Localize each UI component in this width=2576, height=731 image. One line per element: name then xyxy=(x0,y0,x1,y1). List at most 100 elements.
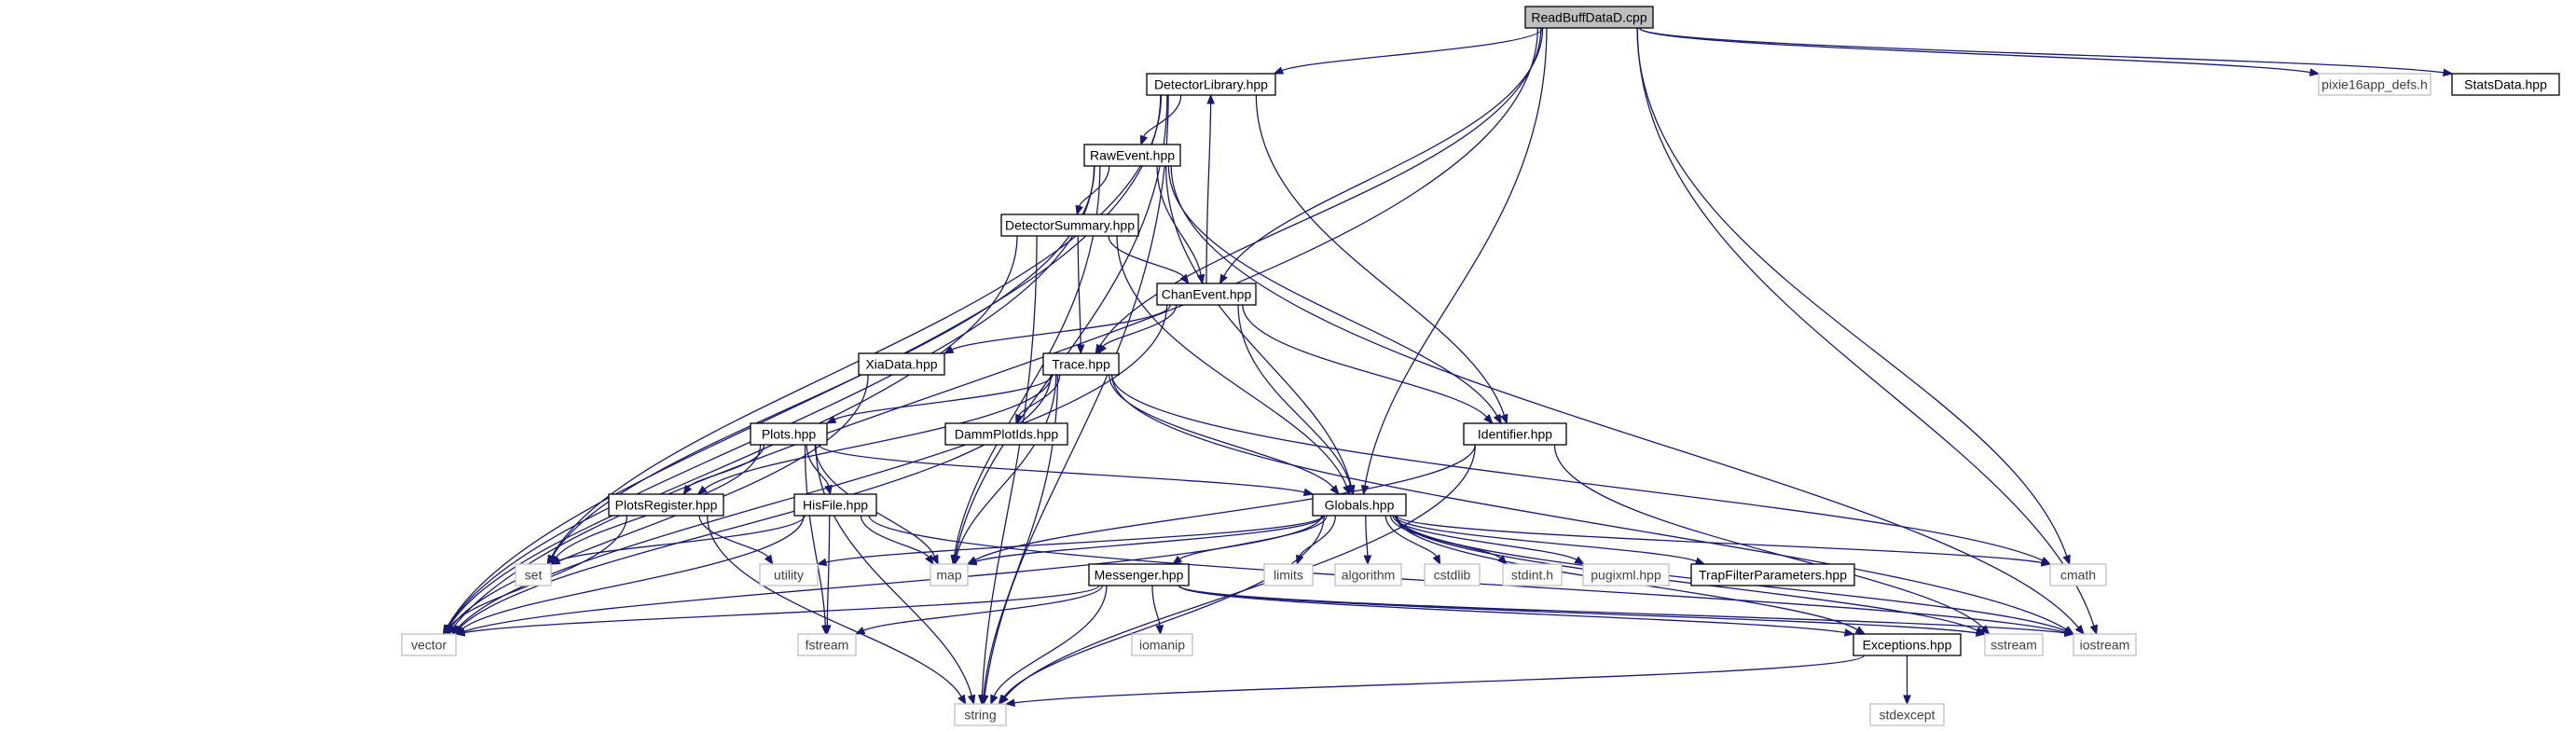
node-label: Exceptions.hpp xyxy=(1863,638,1952,653)
edge-line xyxy=(1636,27,2095,627)
edge-line xyxy=(951,304,1171,351)
node-cstdlib: cstdlib xyxy=(1424,563,1481,586)
arrowhead-icon xyxy=(1497,555,1508,565)
edge-line xyxy=(975,515,1325,562)
edge-globals-to-utility xyxy=(816,515,1324,567)
node-detsummary[interactable]: DetectorSummary.hpp xyxy=(1000,214,1139,237)
edge-line xyxy=(819,444,1305,493)
node-cmath: cmath xyxy=(2049,563,2107,586)
arrowhead-icon xyxy=(1097,343,1107,355)
edge-messenger-to-iostream xyxy=(1178,585,2075,638)
edge-hisfile-to-fstream xyxy=(822,515,832,636)
node-box xyxy=(1463,422,1567,446)
arrowhead-icon xyxy=(764,554,774,566)
arrowhead-icon xyxy=(696,485,708,495)
arrowhead-icon xyxy=(1363,555,1372,566)
node-plotsregister[interactable]: PlotsRegister.hpp xyxy=(608,493,724,517)
node-box xyxy=(1131,633,1193,656)
edge-line xyxy=(551,165,1095,558)
arrowhead-icon xyxy=(1004,698,1015,708)
arrowhead-icon xyxy=(1975,628,1987,637)
edge-line xyxy=(707,515,962,697)
node-label: StatsData.hpp xyxy=(2464,77,2547,92)
arrowhead-icon xyxy=(1015,413,1024,425)
node-box xyxy=(797,633,857,656)
edge-line xyxy=(956,374,1057,557)
node-globals[interactable]: Globals.hpp xyxy=(1312,493,1407,517)
node-label: stdexcept xyxy=(1880,708,1935,723)
node-hisfile[interactable]: HisFile.hpp xyxy=(793,493,877,517)
edge-line xyxy=(459,374,1052,629)
arrowhead-icon xyxy=(454,628,466,637)
edge-line xyxy=(1223,27,1544,277)
node-readbuff[interactable]: ReadBuffDataD.cpp xyxy=(1524,6,1654,29)
node-map: map xyxy=(930,563,969,586)
edge-line xyxy=(1396,515,1978,631)
edge-readbuff-to-iostream xyxy=(1636,27,2098,636)
edge-line xyxy=(1384,515,1438,558)
node-label: DammPlotIds.hpp xyxy=(955,427,1058,442)
edge-line xyxy=(860,515,930,558)
node-box xyxy=(858,352,945,376)
edge-detlib-to-string xyxy=(980,94,1169,706)
edge-messenger-to-exceptions xyxy=(1178,585,1855,637)
edge-line xyxy=(1299,515,1337,557)
node-xiadata[interactable]: XiaData.hpp xyxy=(858,352,945,376)
node-trapfilter[interactable]: TrapFilterParameters.hpp xyxy=(1690,563,1855,586)
node-exceptions[interactable]: Exceptions.hpp xyxy=(1853,633,1962,656)
node-rawevent[interactable]: RawEvent.hpp xyxy=(1083,144,1181,167)
edge-line xyxy=(1639,27,2445,74)
arrowhead-icon xyxy=(2308,68,2321,76)
edge-trace-to-plotsregister xyxy=(696,374,1053,495)
node-statsdata[interactable]: StatsData.hpp xyxy=(2451,73,2560,96)
arrowhead-icon xyxy=(2064,628,2075,638)
node-label: sstream xyxy=(1991,638,2037,653)
node-box xyxy=(2073,633,2137,656)
node-label: algorithm xyxy=(1342,568,1396,583)
edge-rawevent-to-iostream xyxy=(1170,165,2085,636)
edge-line xyxy=(1111,374,2044,561)
edge-detsummary-to-globals xyxy=(1116,235,1351,496)
edge-line xyxy=(448,165,1095,628)
node-label: Globals.hpp xyxy=(1325,498,1395,513)
node-messenger[interactable]: Messenger.hpp xyxy=(1088,563,1190,586)
edge-line xyxy=(993,585,1108,697)
node-plots[interactable]: Plots.hpp xyxy=(750,422,828,446)
node-trace[interactable]: Trace.hpp xyxy=(1042,352,1120,376)
node-box xyxy=(401,633,457,656)
node-label: PlotsRegister.hpp xyxy=(615,498,718,513)
edge-line xyxy=(1102,304,1178,348)
node-box xyxy=(1088,563,1190,586)
edge-globals-to-vector xyxy=(454,515,1323,636)
node-label: fstream xyxy=(806,638,849,653)
edge-trace-to-plots xyxy=(825,374,1054,424)
node-detlib[interactable]: DetectorLibrary.hpp xyxy=(1146,73,1276,96)
node-box xyxy=(1042,352,1120,376)
arrowhead-icon xyxy=(1273,66,1285,75)
node-box xyxy=(608,493,724,517)
arrowhead-icon xyxy=(1179,273,1190,285)
edge-trace-to-map xyxy=(953,374,1057,566)
node-label: RawEvent.hpp xyxy=(1090,148,1175,163)
node-chanevent[interactable]: ChanEvent.hpp xyxy=(1156,283,1257,306)
node-limits: limits xyxy=(1263,563,1314,586)
node-box xyxy=(515,563,552,586)
arrowhead-icon xyxy=(1329,484,1340,496)
arrowhead-icon xyxy=(824,484,833,496)
node-label: HisFile.hpp xyxy=(803,498,868,513)
node-dammplotids[interactable]: DammPlotIds.hpp xyxy=(944,422,1068,446)
node-box xyxy=(1000,214,1139,237)
arrowhead-icon xyxy=(1694,557,1706,565)
edge-line xyxy=(826,515,831,627)
node-label: string xyxy=(964,708,996,723)
edge-trace-to-iostream xyxy=(1111,374,2075,635)
edge-globals-to-algorithm xyxy=(1363,515,1372,566)
edge-line xyxy=(1164,165,1352,487)
arrowhead-icon xyxy=(1206,93,1215,104)
node-box xyxy=(759,563,819,586)
edge-line xyxy=(1170,165,2079,628)
edge-globals-to-cmath xyxy=(1396,515,2052,567)
node-identifier[interactable]: Identifier.hpp xyxy=(1463,422,1567,446)
node-string: string xyxy=(954,703,1007,726)
node-box xyxy=(944,422,1068,446)
